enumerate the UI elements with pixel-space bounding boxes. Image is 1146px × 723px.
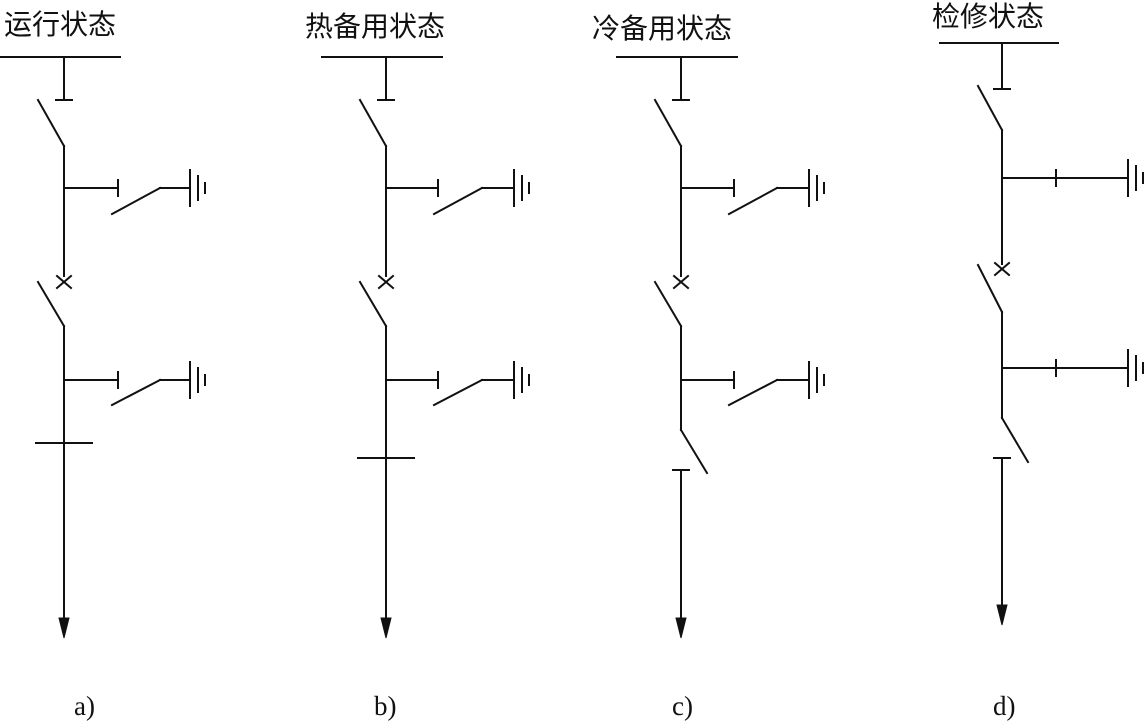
panel-c-breaker-mark	[672, 274, 690, 290]
panel-b-hot-standby-state: 热备用状态 b)	[305, 10, 530, 721]
panel-d-breaker-mark	[993, 261, 1011, 277]
panel-c-cold-standby-state: 冷备用状态 c)	[592, 12, 825, 721]
panel-a-running-state: 运行状态 a)	[0, 8, 206, 721]
panel-d-line-earth-icon	[1127, 349, 1144, 387]
panel-a-caption: a)	[74, 691, 95, 721]
panel-a-bus-ground-blade	[110, 186, 162, 216]
panel-c-line-disconnector-blade	[679, 428, 709, 475]
panel-a-breaker-blade	[36, 280, 66, 328]
panel-c-breaker-blade	[653, 280, 683, 328]
panel-d-maintenance-state: 检修状态 d)	[932, 0, 1144, 721]
panel-c-caption: c)	[672, 691, 693, 721]
panel-c-line-ground-blade	[727, 378, 779, 407]
panel-a-outgoing-arrow-icon	[58, 617, 70, 639]
panel-a-line-earth-icon	[189, 361, 206, 399]
panel-d-line-disconnector-blade	[1000, 416, 1030, 464]
panel-d-caption: d)	[993, 691, 1016, 721]
panel-b-breaker-mark	[377, 274, 395, 290]
panel-a-bus-earth-icon	[189, 169, 206, 207]
panel-b-line-ground-blade	[432, 378, 484, 407]
panel-d-bus-earth-icon	[1127, 159, 1144, 197]
panel-a-breaker-mark	[55, 274, 73, 290]
panel-b-caption: b)	[374, 691, 397, 721]
panel-c-line-earth-icon	[808, 361, 825, 399]
panel-c-bus-earth-icon	[808, 169, 825, 207]
panel-b-title: 热备用状态	[305, 10, 445, 43]
panel-c-outgoing-arrow-icon	[675, 617, 687, 639]
panel-b-line-earth-icon	[513, 361, 530, 399]
panel-a-line-ground-blade	[110, 378, 162, 407]
panel-a-title: 运行状态	[4, 8, 116, 41]
panel-d-breaker-blade	[976, 263, 1004, 314]
panel-d-outgoing-arrow-icon	[996, 604, 1008, 626]
panel-c-title: 冷备用状态	[592, 12, 732, 45]
panel-c-bus-disconnector-blade	[653, 98, 683, 148]
panel-d-title: 检修状态	[932, 0, 1044, 33]
panel-b-breaker-blade	[358, 280, 388, 328]
panel-b-outgoing-arrow-icon	[380, 617, 392, 639]
panel-d-bus-disconnector-blade	[976, 84, 1004, 132]
panel-a-bus-disconnector-blade	[36, 98, 66, 148]
panel-b-bus-earth-icon	[513, 169, 530, 207]
panel-b-bus-ground-blade	[432, 186, 484, 216]
panel-c-bus-ground-blade	[727, 186, 779, 216]
panel-b-bus-disconnector-blade	[358, 98, 388, 148]
